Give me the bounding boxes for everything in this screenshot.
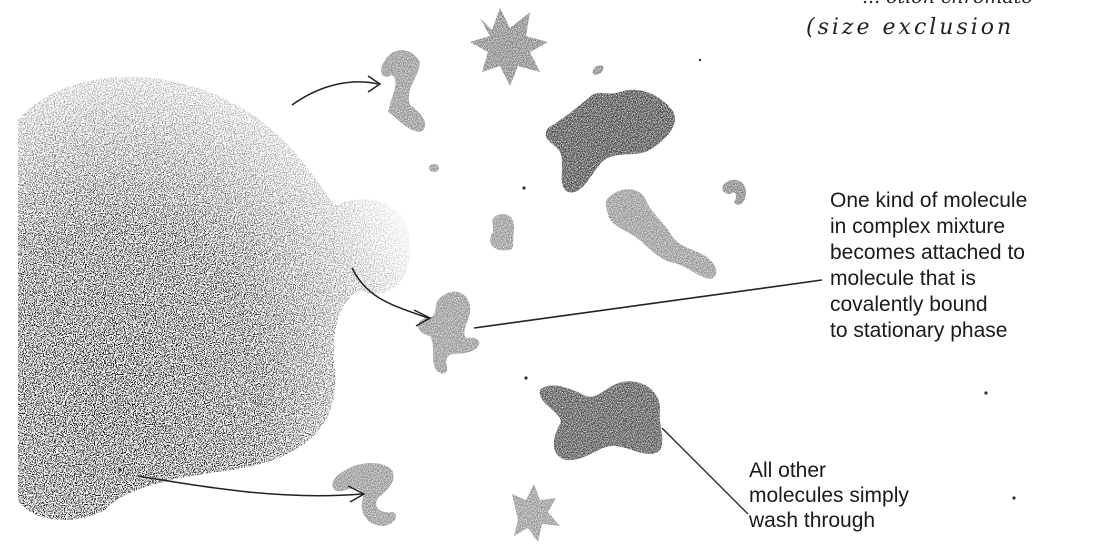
free-molecule-star-bottom xyxy=(512,484,560,542)
label-attached-line-6: to stationary phase xyxy=(830,318,1027,344)
free-molecule-bowtie-dark xyxy=(540,381,663,460)
free-molecule-large-dark xyxy=(546,90,675,193)
label-attached-line-2: in complex mixture xyxy=(830,214,1027,240)
label-other-molecules: All other molecules simply wash through xyxy=(749,458,909,533)
label-other-line-3: wash through xyxy=(749,508,909,533)
stationary-phase-bead xyxy=(18,77,410,520)
handwritten-note-size-exclusion: (size exclusion xyxy=(806,15,1014,40)
label-other-line-1: All other xyxy=(749,458,909,483)
label-attached-line-4: molecule that is xyxy=(830,266,1027,292)
free-molecule-blob-center xyxy=(490,214,514,250)
label-attached-line-5: covalently bound xyxy=(830,292,1027,318)
label-attached-line-1: One kind of molecule xyxy=(830,188,1027,214)
handwritten-note-top: ... otion chromato xyxy=(862,0,1033,8)
free-molecule-top-spiky xyxy=(470,8,548,86)
arrow-to-top-molecule xyxy=(292,76,380,105)
free-molecule-chain xyxy=(606,189,717,279)
label-attached-line-3: becomes attached to xyxy=(830,240,1027,266)
bound-molecule-middle xyxy=(418,292,479,374)
leader-line-attached xyxy=(474,280,822,328)
free-molecule-tiny-left xyxy=(429,164,439,172)
label-attached-molecule: One kind of molecule in complex mixture … xyxy=(830,188,1027,344)
label-other-line-2: molecules simply xyxy=(749,483,909,508)
bound-molecule-top xyxy=(381,50,425,132)
free-molecule-small-speck xyxy=(591,63,605,76)
free-molecule-hook-right xyxy=(722,180,746,205)
leader-line-other xyxy=(662,428,748,514)
